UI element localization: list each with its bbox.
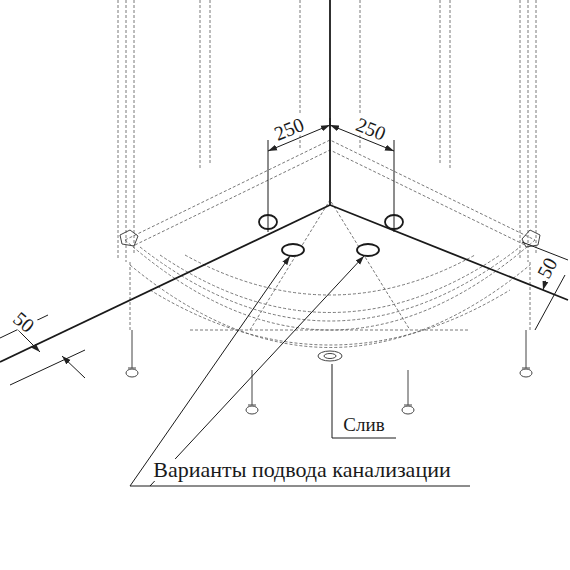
drain-label: Слив <box>341 415 386 434</box>
dimension-value: 250 <box>351 113 390 144</box>
sewer-options-label: Варианты подвода канализации <box>151 459 452 481</box>
dimension-value: 50 <box>533 253 562 284</box>
dimension-value: 50 <box>8 307 39 338</box>
dimension-value: 250 <box>269 113 308 144</box>
